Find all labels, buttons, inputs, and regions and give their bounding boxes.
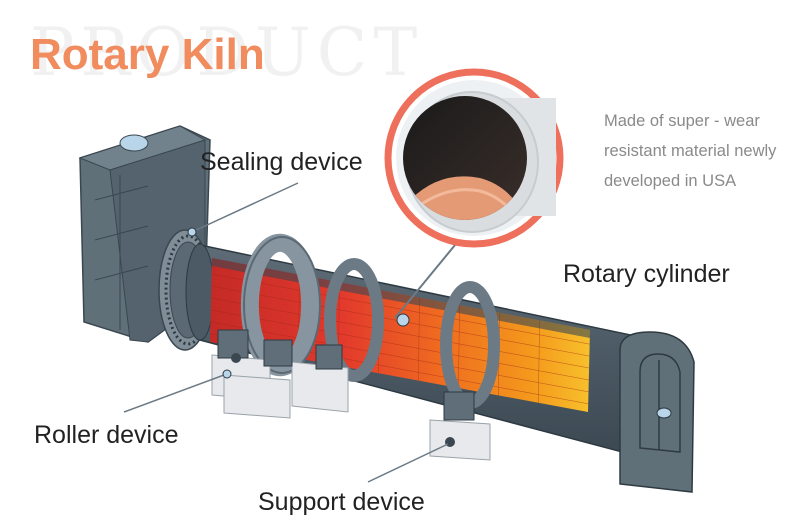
material-note-line-3: developed in USA	[604, 172, 737, 190]
sealing-leader	[191, 182, 299, 233]
support-leader	[367, 443, 449, 483]
material-zoom-callout	[384, 68, 564, 327]
roller-supports	[211, 329, 491, 461]
roller-leader	[123, 374, 225, 413]
label-support-device: Support device	[258, 488, 425, 516]
material-note-line-1: Made of super - wear	[604, 112, 760, 130]
material-note-line-2: resistant material newly	[604, 142, 777, 160]
sealing-marker	[187, 227, 197, 237]
label-roller-device: Roller device	[34, 421, 179, 449]
material-note: Made of super - wear resistant material …	[604, 106, 800, 196]
roller-marker	[222, 369, 232, 379]
page-title: Rotary Kiln	[30, 30, 265, 79]
tyre-rings	[240, 233, 500, 409]
label-sealing-device: Sealing device	[200, 148, 363, 176]
watermark-text: PRODUCT	[30, 14, 424, 91]
label-rotary-cylinder: Rotary cylinder	[563, 260, 730, 288]
discharge-hood	[619, 331, 695, 493]
